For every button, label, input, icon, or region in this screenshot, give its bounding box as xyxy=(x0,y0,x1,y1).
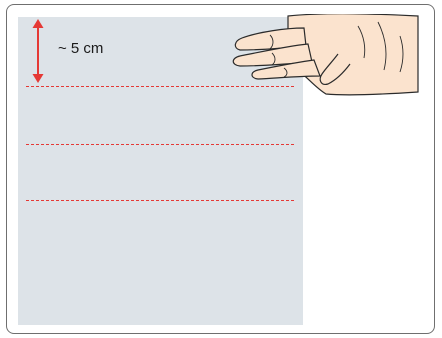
fold-guide-line-3 xyxy=(26,200,294,201)
fold-guide-line-2 xyxy=(26,144,294,145)
measurement-label: ~ 5 cm xyxy=(58,41,103,56)
double-arrow-icon xyxy=(28,19,48,85)
hand-illustration xyxy=(228,14,428,96)
